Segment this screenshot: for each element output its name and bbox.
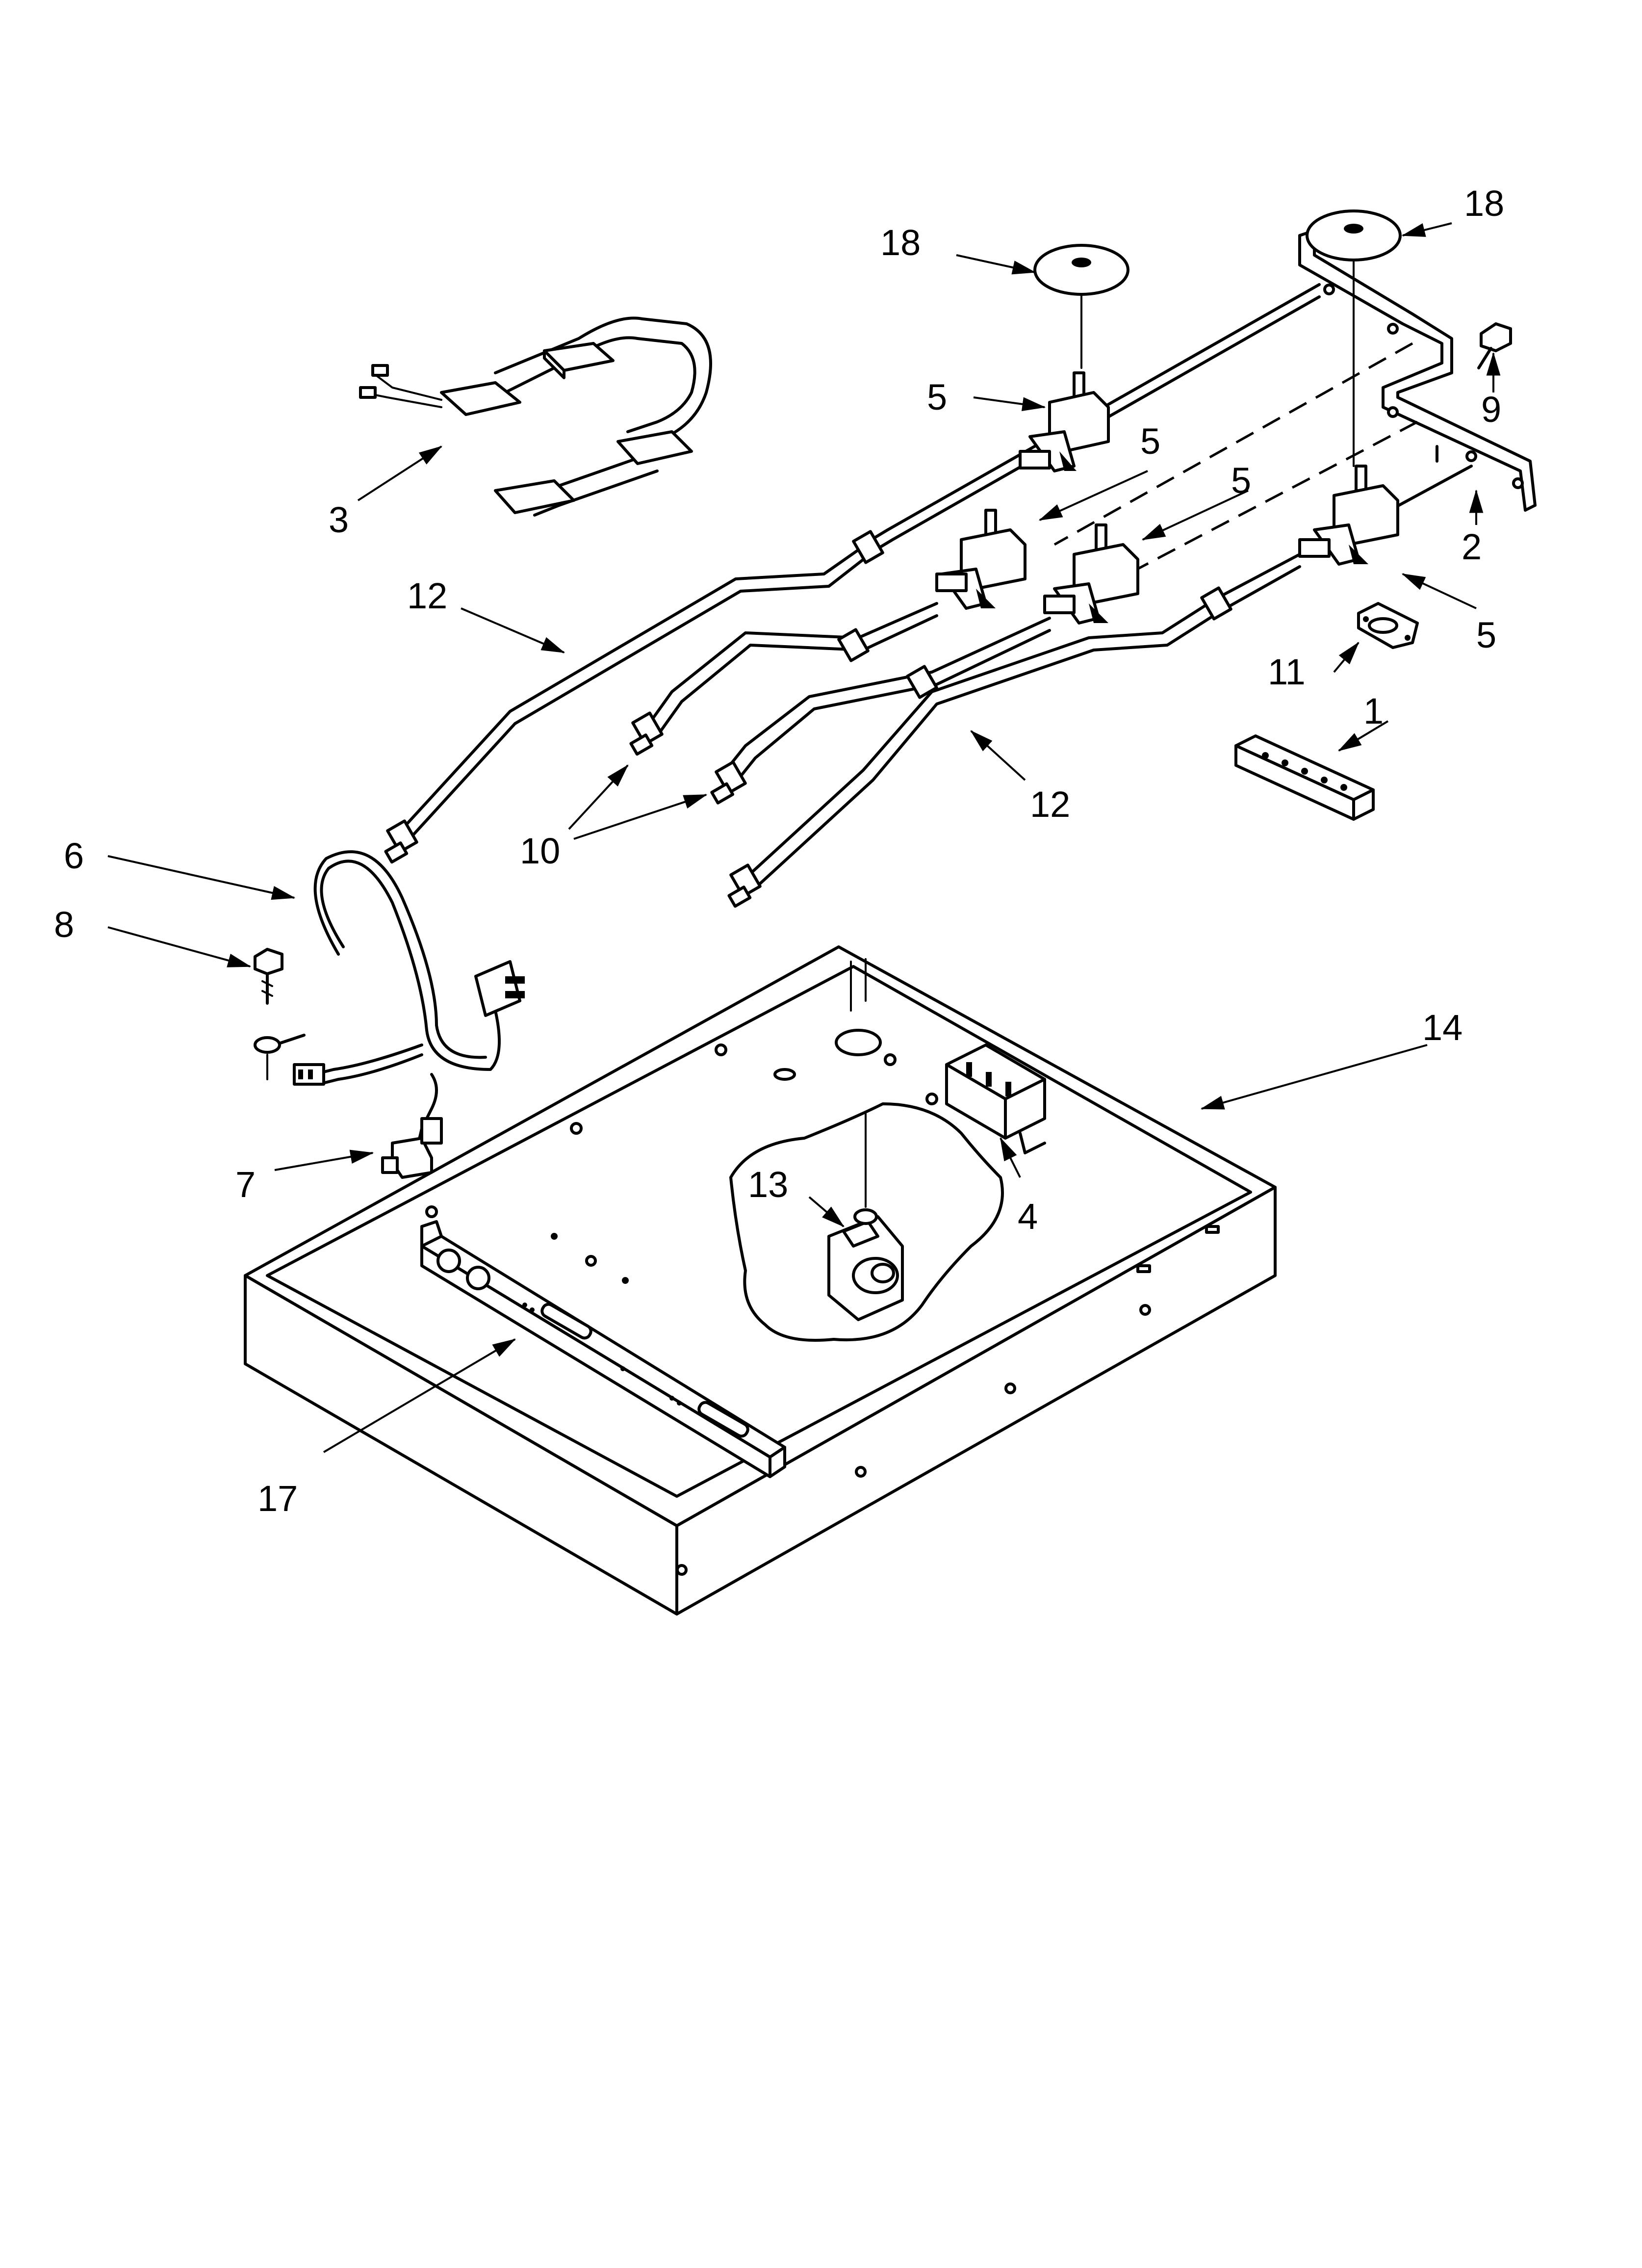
gas-tube-part-10-a [629, 602, 938, 756]
screw-part-9 [1477, 322, 1512, 369]
callout-labels: 18 18 5 5 5 5 9 2 3 12 11 1 12 10 6 8 7 … [54, 183, 1504, 1519]
callout-5-b: 5 [1140, 421, 1160, 462]
wire-harness-part-3 [359, 316, 712, 517]
callout-11: 11 [1268, 652, 1306, 692]
valve-4-part-5 [1298, 465, 1399, 566]
callout-5-a: 5 [927, 377, 947, 417]
callout-5-c: 5 [1231, 460, 1251, 501]
callout-2: 2 [1462, 526, 1482, 567]
callout-18-left: 18 [880, 222, 921, 263]
callout-6: 6 [64, 835, 84, 876]
callout-18-right: 18 [1464, 183, 1504, 224]
power-cord-part-6 [254, 850, 525, 1086]
callout-8: 8 [54, 904, 74, 945]
control-bracket-part-17 [420, 1220, 786, 1478]
callout-12-right: 12 [1030, 784, 1070, 825]
gasket-part-11 [1357, 602, 1419, 649]
regulator-part-13 [827, 1208, 904, 1321]
gas-tube-part-12-left [384, 530, 884, 864]
burner-cap-left-part-18 [1033, 244, 1129, 369]
callout-7: 7 [235, 1164, 256, 1205]
gas-tube-part-10-b [710, 617, 1051, 805]
valve-3-part-5 [1043, 523, 1139, 625]
callout-5-d: 5 [1476, 615, 1496, 655]
burner-cap-right-part-18 [1306, 209, 1402, 467]
callout-17: 17 [257, 1478, 298, 1519]
screw-part-8 [254, 948, 283, 1005]
callout-14: 14 [1422, 1007, 1462, 1048]
callout-12-left: 12 [407, 575, 447, 616]
connector-part-7 [381, 1073, 443, 1179]
valve-2-part-5 [935, 509, 1026, 610]
terminal-block-part-4 [945, 1043, 1046, 1154]
callout-13: 13 [748, 1164, 788, 1205]
gas-tube-part-12-right [727, 553, 1301, 908]
manifold-bracket-part-2 [1298, 229, 1537, 512]
callout-9: 9 [1481, 389, 1501, 430]
callout-10: 10 [520, 831, 560, 871]
orifice-bracket-part-1 [1234, 734, 1375, 821]
callout-4: 4 [1018, 1196, 1038, 1237]
leader-lines [107, 222, 1501, 1453]
callout-1: 1 [1363, 691, 1384, 731]
valve-1-part-5 [1019, 371, 1110, 472]
callout-3: 3 [329, 499, 349, 540]
